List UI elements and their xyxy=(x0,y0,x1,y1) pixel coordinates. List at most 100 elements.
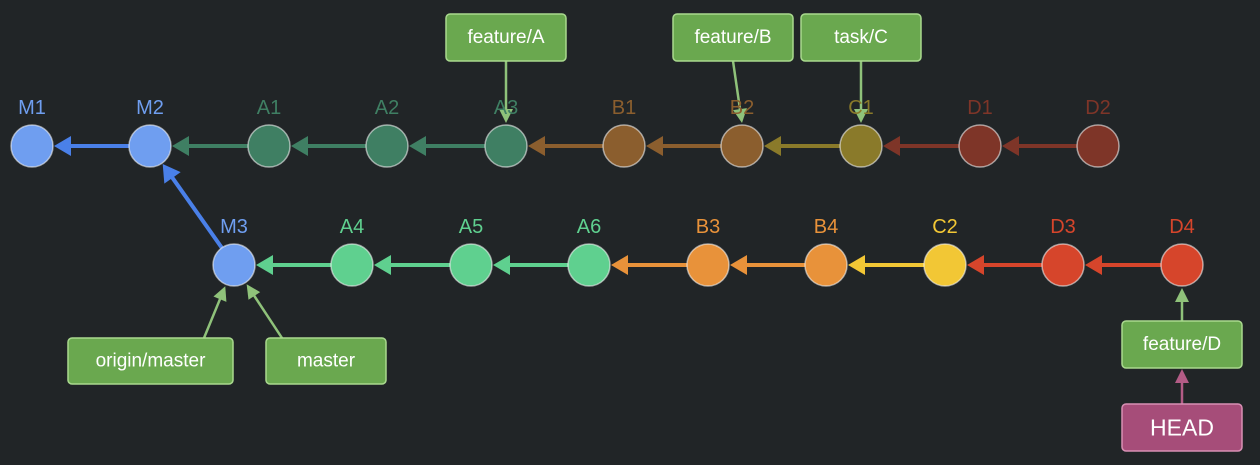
branch-box[interactable] xyxy=(67,337,234,385)
ref-pointer-origin-master xyxy=(202,286,227,339)
commit-a2[interactable]: A2 xyxy=(365,97,409,168)
head-box[interactable] xyxy=(1121,403,1243,452)
commit-label: A3 xyxy=(494,97,518,119)
edge-a1-to-m2 xyxy=(172,136,248,156)
commit-b4[interactable]: B4 xyxy=(804,216,848,287)
commit-label: A4 xyxy=(340,216,364,238)
branch-box[interactable] xyxy=(445,13,567,62)
ref-head[interactable]: HEAD xyxy=(1121,403,1243,452)
commit-node[interactable] xyxy=(686,243,730,287)
edge-d4-to-d3 xyxy=(1085,255,1161,275)
edge-a5-to-a4 xyxy=(374,255,450,275)
edge-b4-to-b3 xyxy=(730,255,805,275)
edge-a3-to-a2 xyxy=(409,136,485,156)
edge-c2-to-b4 xyxy=(848,255,924,275)
ref-pointer-feature-a xyxy=(499,61,513,123)
ref-pointer-feature-b xyxy=(731,60,747,123)
commit-d1[interactable]: D1 xyxy=(958,97,1002,168)
commit-node[interactable] xyxy=(1041,243,1085,287)
ref-arrows-layer xyxy=(202,60,1189,404)
ref-feature-b[interactable]: feature/B xyxy=(672,13,794,62)
commit-c2[interactable]: C2 xyxy=(923,216,967,287)
commit-node[interactable] xyxy=(567,243,611,287)
commit-m3[interactable]: M3 xyxy=(212,216,256,287)
commit-a6[interactable]: A6 xyxy=(567,216,611,287)
branch-label: master xyxy=(297,351,356,372)
commit-label: C2 xyxy=(932,216,958,238)
commit-node[interactable] xyxy=(958,124,1002,168)
commit-node[interactable] xyxy=(330,243,374,287)
branch-box[interactable] xyxy=(265,337,387,385)
commit-node[interactable] xyxy=(484,124,528,168)
commit-node[interactable] xyxy=(247,124,291,168)
commit-label: B4 xyxy=(814,216,838,238)
commit-node[interactable] xyxy=(720,124,764,168)
branch-box[interactable] xyxy=(800,13,922,62)
commit-label: M2 xyxy=(136,97,164,119)
edge-c1-to-b2 xyxy=(764,136,840,156)
commit-node[interactable] xyxy=(804,243,848,287)
commit-c1[interactable]: C1 xyxy=(839,97,883,168)
commit-a4[interactable]: A4 xyxy=(330,216,374,287)
ref-pointer-task-c xyxy=(854,61,868,123)
commit-node[interactable] xyxy=(212,243,256,287)
commit-d3[interactable]: D3 xyxy=(1041,216,1085,287)
branch-label: feature/B xyxy=(694,27,771,48)
branch-label: feature/D xyxy=(1143,334,1221,355)
ref-master[interactable]: master xyxy=(265,337,387,385)
commit-label: M3 xyxy=(220,216,248,238)
ref-feature-a[interactable]: feature/A xyxy=(445,13,567,62)
commit-label: D3 xyxy=(1050,216,1076,238)
commit-b3[interactable]: B3 xyxy=(686,216,730,287)
edge-m3-to-m2 xyxy=(162,163,224,249)
edge-d3-to-c2 xyxy=(967,255,1042,275)
commit-label: A1 xyxy=(257,97,281,119)
commit-label: A2 xyxy=(375,97,399,119)
commit-m1[interactable]: M1 xyxy=(10,97,54,168)
edge-m2-to-m1 xyxy=(54,136,129,156)
commit-label: D2 xyxy=(1085,97,1111,119)
edge-d1-to-c1 xyxy=(883,136,959,156)
commit-a1[interactable]: A1 xyxy=(247,97,291,168)
ref-task-c[interactable]: task/C xyxy=(800,13,922,62)
edge-d2-to-d1 xyxy=(1002,136,1077,156)
commit-label: A6 xyxy=(577,216,601,238)
ref-feature-d[interactable]: feature/D xyxy=(1121,320,1243,369)
branch-label: feature/A xyxy=(467,27,544,48)
commit-label: B3 xyxy=(696,216,720,238)
commit-label: M1 xyxy=(18,97,46,119)
branch-label: task/C xyxy=(834,27,888,48)
commit-node[interactable] xyxy=(365,124,409,168)
commit-d4[interactable]: D4 xyxy=(1160,216,1204,287)
commit-node[interactable] xyxy=(10,124,54,168)
commit-label: D1 xyxy=(967,97,993,119)
ref-origin-master[interactable]: origin/master xyxy=(67,337,234,385)
commit-m2[interactable]: M2 xyxy=(128,97,172,168)
commit-a5[interactable]: A5 xyxy=(449,216,493,287)
commit-b2[interactable]: B2 xyxy=(720,97,764,168)
ref-pointer-feature-d xyxy=(1175,288,1189,321)
commit-node[interactable] xyxy=(923,243,967,287)
commit-b1[interactable]: B1 xyxy=(602,97,646,168)
edge-b2-to-b1 xyxy=(646,136,721,156)
commit-label: C1 xyxy=(848,97,874,119)
branch-box[interactable] xyxy=(672,13,794,62)
commit-label: A5 xyxy=(459,216,483,238)
commit-node[interactable] xyxy=(1160,243,1204,287)
commit-node[interactable] xyxy=(839,124,883,168)
commit-node[interactable] xyxy=(128,124,172,168)
commit-label: D4 xyxy=(1169,216,1195,238)
commit-node[interactable] xyxy=(1076,124,1120,168)
branch-box[interactable] xyxy=(1121,320,1243,369)
commit-a3[interactable]: A3 xyxy=(484,97,528,168)
commit-label: B1 xyxy=(612,97,636,119)
commit-d2[interactable]: D2 xyxy=(1076,97,1120,168)
commit-node[interactable] xyxy=(449,243,493,287)
edge-a4-to-m3 xyxy=(256,255,331,275)
edge-a2-to-a1 xyxy=(291,136,366,156)
ref-pointer-head xyxy=(1175,369,1189,404)
commit-node[interactable] xyxy=(602,124,646,168)
head-label: HEAD xyxy=(1150,415,1214,441)
